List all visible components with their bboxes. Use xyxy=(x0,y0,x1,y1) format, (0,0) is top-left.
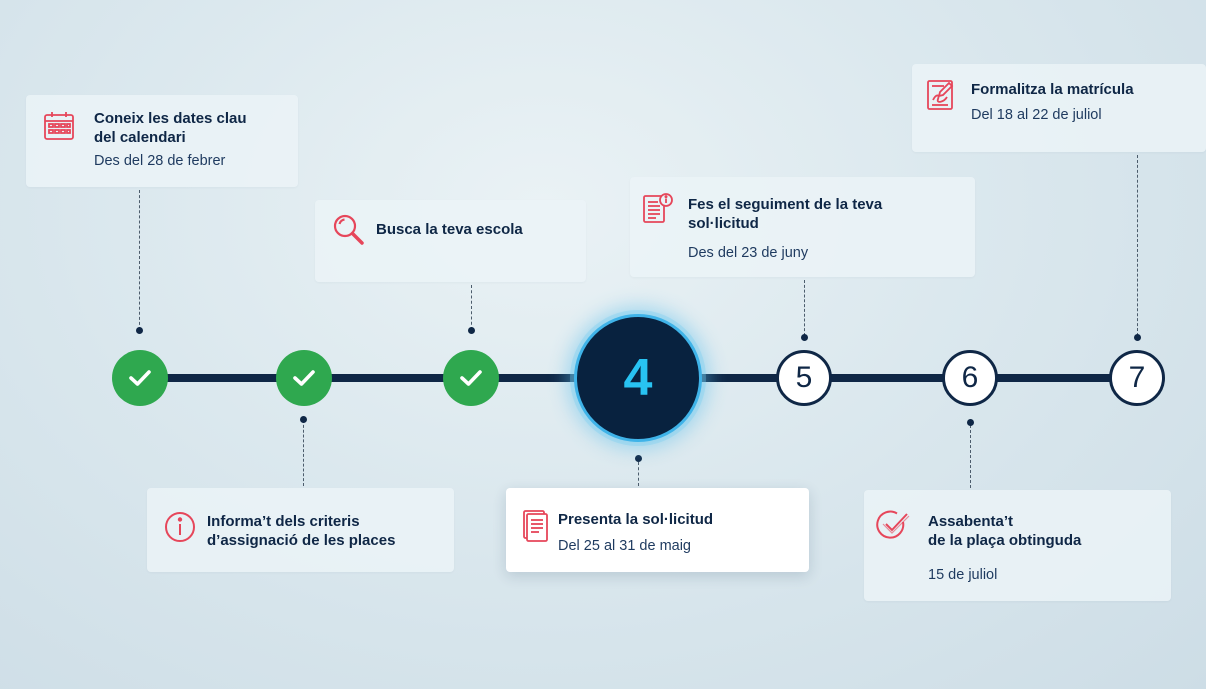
step-6-title: Assabenta’t de la plaça obtinguda xyxy=(928,513,1082,549)
checkmark-icon xyxy=(293,370,315,386)
step-3-connector-dot xyxy=(468,327,475,334)
step-7-title: Formalitza la matrícula xyxy=(971,81,1134,98)
checkmark-icon xyxy=(129,370,151,386)
step-7-connector xyxy=(1137,155,1138,336)
step-1-node xyxy=(112,350,168,406)
step-5-card: Fes el seguiment de la teva sol·licitud … xyxy=(630,177,975,277)
step-2-title: Informa’t dels criteris d’assignació de … xyxy=(207,513,396,549)
step-4-date: Del 25 al 31 de maig xyxy=(558,538,691,554)
step-1-date: Des del 28 de febrer xyxy=(94,153,226,169)
step-2-card: Informa’t dels criteris d’assignació de … xyxy=(147,488,454,572)
step-5-title: Fes el seguiment de la teva sol·licitud xyxy=(688,196,883,232)
step-5-number: 5 xyxy=(795,361,813,394)
calendar-icon xyxy=(42,109,76,143)
step-5-connector-dot xyxy=(801,334,808,341)
step-1-connector xyxy=(139,190,140,330)
step-4-node: 4 xyxy=(574,314,702,442)
step-4-card: Presenta la sol·licitud Del 25 al 31 de … xyxy=(506,488,809,572)
check-badge-icon xyxy=(876,508,910,542)
step-4-connector xyxy=(638,462,639,486)
step-7-card: Formalitza la matrícula Del 18 al 22 de … xyxy=(912,64,1206,152)
enrolment-form-icon xyxy=(924,78,958,112)
step-7-number: 7 xyxy=(1128,361,1146,394)
tracking-document-icon xyxy=(640,191,674,225)
step-6-number: 6 xyxy=(961,361,979,394)
step-5-date: Des del 23 de juny xyxy=(688,245,809,261)
step-4-title: Presenta la sol·licitud xyxy=(558,511,714,528)
step-1-title: Coneix les dates clau del calendari xyxy=(94,110,247,146)
step-3-card: Busca la teva escola xyxy=(315,200,586,282)
step-5-connector xyxy=(804,280,805,336)
checkmark-icon xyxy=(460,370,482,386)
step-6-node: 6 xyxy=(942,350,998,406)
info-icon xyxy=(163,510,197,544)
step-7-connector-dot xyxy=(1134,334,1141,341)
step-4-connector-dot xyxy=(635,455,642,462)
step-1-connector-dot xyxy=(136,327,143,334)
document-icon xyxy=(518,508,552,542)
step-2-connector-dot xyxy=(300,416,307,423)
step-3-connector xyxy=(471,285,472,330)
step-6-connector-dot xyxy=(967,419,974,426)
step-6-card: Assabenta’t de la plaça obtinguda 15 de … xyxy=(864,490,1171,601)
step-2-connector xyxy=(303,420,304,486)
step-1-card: Coneix les dates clau del calendari Des … xyxy=(26,95,298,187)
step-5-node: 5 xyxy=(776,350,832,406)
step-4-number: 4 xyxy=(623,349,653,407)
step-6-connector xyxy=(970,425,971,488)
step-6-date: 15 de juliol xyxy=(928,567,998,583)
step-7-node: 7 xyxy=(1109,350,1165,406)
step-3-node xyxy=(443,350,499,406)
search-icon xyxy=(331,212,365,246)
step-3-title: Busca la teva escola xyxy=(376,221,523,238)
step-2-node xyxy=(276,350,332,406)
step-7-date: Del 18 al 22 de juliol xyxy=(971,107,1102,123)
